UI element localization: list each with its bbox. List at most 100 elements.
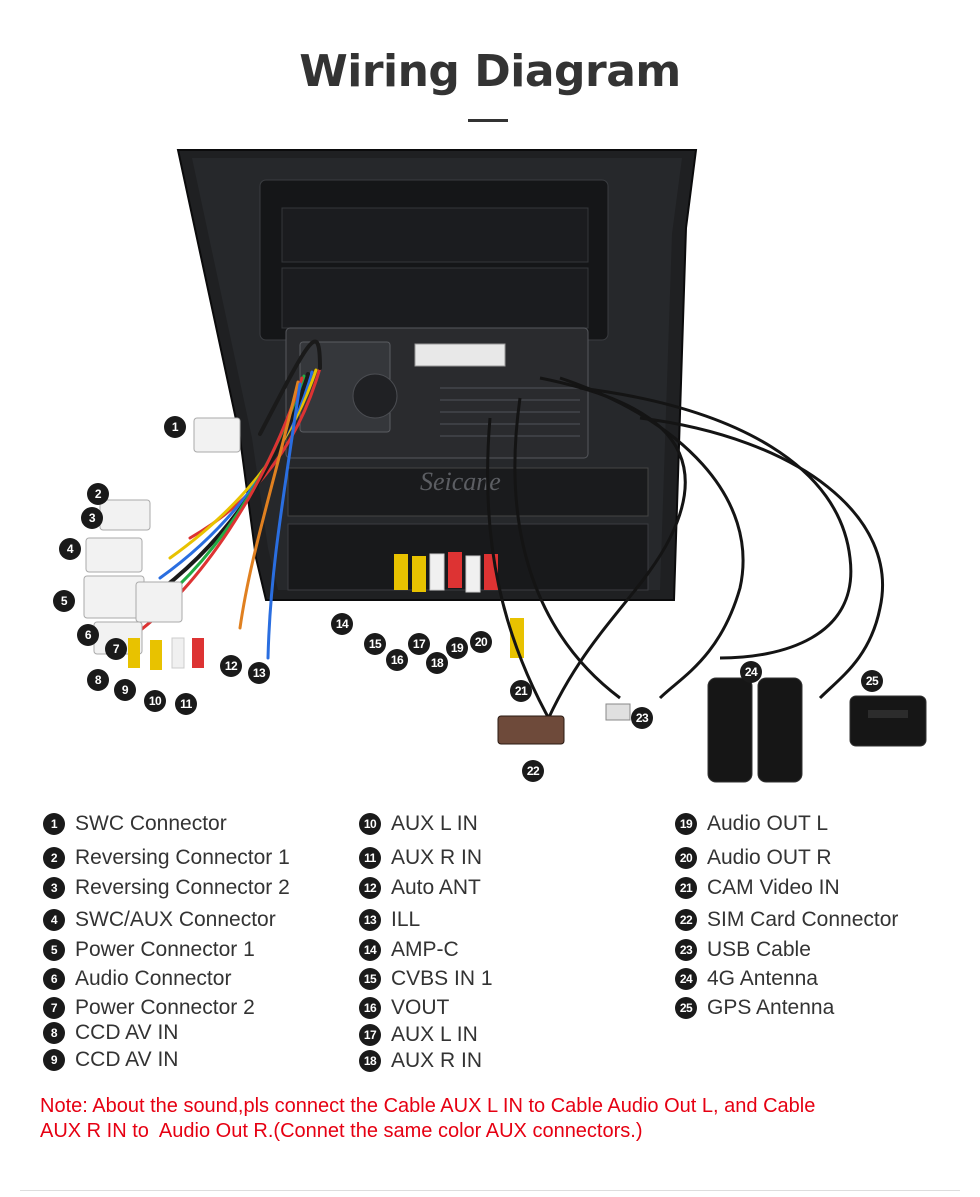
- callout-7: 7: [105, 638, 127, 660]
- legend-label: Power Connector 2: [75, 996, 255, 1019]
- callout-21: 21: [510, 680, 532, 702]
- note-line-1: Note: About the sound,pls connect the Ca…: [40, 1095, 816, 1117]
- legend-number: 21: [675, 877, 697, 899]
- legend-label: SIM Card Connector: [707, 908, 899, 931]
- legend-number: 12: [359, 877, 381, 899]
- callout-8: 8: [87, 669, 109, 691]
- callout-5: 5: [53, 590, 75, 612]
- legend-label: AUX L IN: [391, 1023, 478, 1046]
- legend-number: 5: [43, 939, 65, 961]
- callout-9: 9: [114, 679, 136, 701]
- legend-item: 7 Power Connector 2: [43, 996, 255, 1020]
- 4g-antenna-2: [757, 677, 803, 783]
- usb-plug: [605, 703, 631, 721]
- legend-item: 23 USB Cable: [675, 938, 811, 962]
- legend-label: CVBS IN 1: [391, 967, 493, 990]
- legend-label: CCD AV IN: [75, 1048, 179, 1071]
- legend-label: Reversing Connector 1: [75, 846, 290, 869]
- legend-number: 9: [43, 1049, 65, 1071]
- legend-item: 5 Power Connector 1: [43, 938, 255, 962]
- legend-label: Audio Connector: [75, 967, 232, 990]
- callout-2: 2: [87, 483, 109, 505]
- legend-item: 19 Audio OUT L: [675, 812, 828, 836]
- callout-3: 3: [81, 507, 103, 529]
- legend-number: 14: [359, 939, 381, 961]
- legend-item: 3 Reversing Connector 2: [43, 876, 290, 900]
- swc-connector-1: [193, 417, 241, 453]
- callout-16: 16: [386, 649, 408, 671]
- callout-17: 17: [408, 633, 430, 655]
- legend-label: Audio OUT R: [707, 846, 832, 869]
- callout-19: 19: [446, 637, 468, 659]
- legend-label: CCD AV IN: [75, 1021, 179, 1044]
- legend-label: 4G Antenna: [707, 967, 818, 990]
- callout-24: 24: [740, 661, 762, 683]
- callout-6: 6: [77, 624, 99, 646]
- legend-label: Reversing Connector 2: [75, 876, 290, 899]
- legend-label: SWC/AUX Connector: [75, 908, 276, 931]
- note-line-2: AUX R IN to Audio Out R.(Connet the same…: [40, 1120, 643, 1142]
- legend-number: 7: [43, 997, 65, 1019]
- legend-number: 23: [675, 939, 697, 961]
- 4g-antenna-1: [707, 677, 753, 783]
- title-underline: [468, 119, 508, 122]
- legend-item: 6 Audio Connector: [43, 967, 231, 991]
- callout-23: 23: [631, 707, 653, 729]
- legend-number: 18: [359, 1050, 381, 1072]
- callout-18: 18: [426, 652, 448, 674]
- legend-number: 15: [359, 968, 381, 990]
- legend-label: Power Connector 1: [75, 938, 255, 961]
- legend-number: 1: [43, 813, 65, 835]
- legend-item: 22 SIM Card Connector: [675, 908, 898, 932]
- legend-number: 8: [43, 1022, 65, 1044]
- callout-1: 1: [164, 416, 186, 438]
- legend-item: 8 CCD AV IN: [43, 1021, 178, 1045]
- sound-note: Note: About the sound,pls connect the Ca…: [40, 1094, 940, 1144]
- legend-item: 11 AUX R IN: [359, 846, 482, 870]
- legend-number: 6: [43, 968, 65, 990]
- legend-item: 16 VOUT: [359, 996, 449, 1020]
- legend-item: 15 CVBS IN 1: [359, 967, 493, 991]
- legend-label: AUX R IN: [391, 846, 483, 869]
- legend-item: 17 AUX L IN: [359, 1023, 478, 1047]
- callout-4: 4: [59, 538, 81, 560]
- legend-number: 13: [359, 909, 381, 931]
- legend-number: 19: [675, 813, 697, 835]
- legend-label: Audio OUT L: [707, 812, 829, 835]
- callout-13: 13: [248, 662, 270, 684]
- callout-10: 10: [144, 690, 166, 712]
- legend-label: USB Cable: [707, 938, 811, 961]
- callout-22: 22: [522, 760, 544, 782]
- legend-label: GPS Antenna: [707, 996, 835, 1019]
- legend-item: 12 Auto ANT: [359, 876, 481, 900]
- callout-11: 11: [175, 693, 197, 715]
- legend-number: 11: [359, 847, 381, 869]
- legend-number: 3: [43, 877, 65, 899]
- legend-number: 16: [359, 997, 381, 1019]
- legend-item: 24 4G Antenna: [675, 967, 818, 991]
- callout-20: 20: [470, 631, 492, 653]
- legend-number: 20: [675, 847, 697, 869]
- legend-label: Auto ANT: [391, 876, 481, 899]
- legend-item: 20 Audio OUT R: [675, 846, 832, 870]
- legend-number: 22: [675, 909, 697, 931]
- callout-14: 14: [331, 613, 353, 635]
- product-photo: Seicane: [83, 149, 927, 783]
- legend-number: 24: [675, 968, 697, 990]
- legend-item: 9 CCD AV IN: [43, 1048, 178, 1072]
- legend-label: CAM Video IN: [707, 876, 840, 899]
- legend-item: 21 CAM Video IN: [675, 876, 840, 900]
- legend-number: 17: [359, 1024, 381, 1046]
- sim-card-connector: [497, 715, 565, 745]
- callout-25: 25: [861, 670, 883, 692]
- page-title: Wiring Diagram: [299, 46, 681, 97]
- legend-label: VOUT: [391, 996, 450, 1019]
- gps-antenna: [849, 695, 927, 747]
- legend-number: 10: [359, 813, 381, 835]
